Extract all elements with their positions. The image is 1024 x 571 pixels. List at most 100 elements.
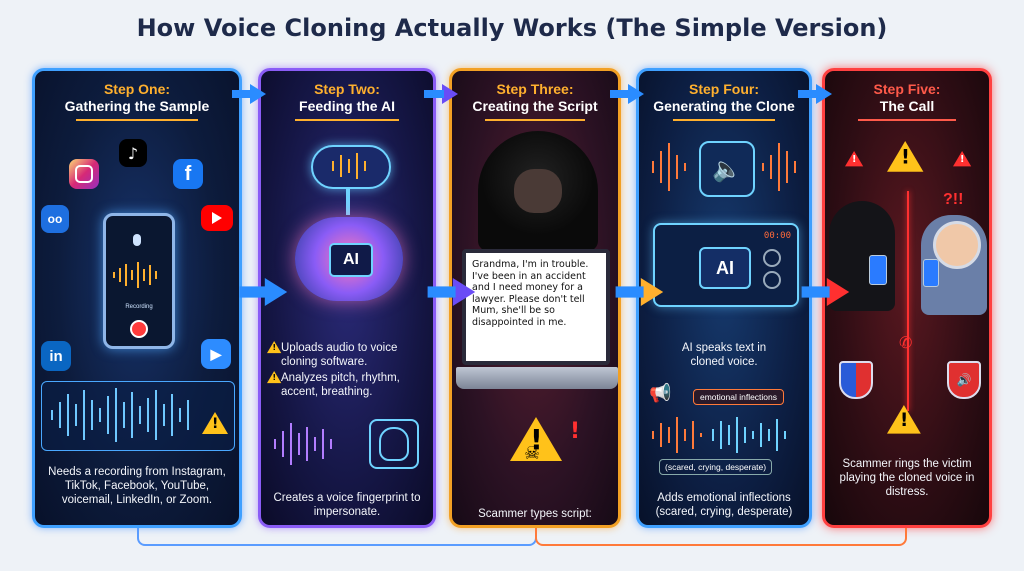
step-two-underline — [295, 119, 399, 121]
step-three-description: Scammer types script: — [478, 508, 592, 520]
step-five-panel: Step Five: The Call ?!! ✆ 🔊 Scammer ring… — [822, 68, 992, 528]
step-four-heading: Step Four: Generating the Clone — [639, 81, 809, 115]
script-text: Grandma, I'm in trouble. I've been in an… — [472, 259, 589, 328]
instagram-icon — [69, 159, 99, 189]
upload-arrow — [346, 189, 350, 215]
speaks-text: AI speaks text in cloned voice. — [681, 342, 767, 368]
step-four-label: Step Four: — [689, 81, 759, 97]
step-two-heading: Step Two: Feeding the AI — [261, 81, 433, 115]
step-three-panel: Step Three: Creating the Script Grandma,… — [449, 68, 621, 528]
fingerprint-icon — [369, 419, 419, 469]
speaker-icon: 🔈 — [699, 141, 755, 197]
tiktok-icon: ♪ — [119, 139, 147, 167]
arrow-mid-1-2 — [239, 278, 288, 306]
step-five-heading: Step Five: The Call — [825, 81, 989, 115]
exclamation-icon: ! — [570, 419, 581, 444]
emotion-tag: (scared, crying, desperate) — [659, 459, 773, 475]
warning-icon-1 — [267, 341, 282, 354]
skull-icon: ☠ — [524, 443, 541, 464]
arrow-top-1-2 — [232, 84, 266, 104]
ai-brain-icon: AI — [295, 217, 403, 301]
step-two-name: Feeding the AI — [299, 98, 395, 114]
microphone-icon — [133, 234, 141, 246]
scammer-caller-figure — [829, 201, 895, 311]
laptop-keyboard — [456, 367, 618, 389]
ai-chip-label-2: AI — [699, 247, 751, 289]
arrow-mid-3-4 — [615, 278, 664, 306]
step-two-bullet-2: Analyzes pitch, rhythm, accent, breathin… — [281, 372, 400, 398]
speaker-waveform-right — [762, 143, 796, 191]
voice-waveform — [274, 423, 332, 465]
warning-icon-small-left — [845, 151, 864, 167]
speaker-waveform-left — [652, 143, 686, 191]
emotion-waveform — [652, 417, 786, 453]
victim-phone-icon — [923, 259, 939, 287]
call-signal-line — [907, 191, 909, 411]
audio-waveform-box — [41, 381, 235, 451]
step-five-name: The Call — [879, 98, 935, 114]
warning-icon-bottom — [887, 405, 921, 434]
warning-icon-small-right — [953, 151, 972, 167]
step-five-label: Step Five: — [873, 81, 941, 97]
alarm-text: ?!! — [943, 191, 964, 208]
emotional-inflections-tag: emotional inflections — [693, 389, 785, 405]
arrow-top-2-3 — [424, 84, 458, 104]
bottom-connector-2 — [535, 528, 907, 546]
broken-shield-icon — [839, 361, 873, 399]
megaphone-icon: 📢 — [649, 383, 672, 404]
scammer-phone-icon — [869, 255, 887, 285]
hooded-scammer-figure — [478, 131, 598, 251]
phone-handset-icon: ✆ — [899, 333, 913, 352]
ai-chip-label: AI — [329, 243, 373, 277]
linkedin-icon: in — [41, 341, 71, 371]
warning-icon-2 — [267, 371, 282, 384]
step-three-name: Creating the Script — [472, 98, 598, 114]
step-four-panel: Step Four: Generating the Clone 🔈 00:00 … — [636, 68, 812, 528]
arrow-top-4-5 — [798, 84, 832, 104]
arrow-top-3-4 — [610, 84, 644, 104]
step-two-bullet-1: Uploads audio to voice cloning software. — [281, 342, 398, 368]
step-one-panel: Step One: Gathering the Sample ♪ f oo in… — [32, 68, 242, 528]
step-two-description: Creates a voice fingerprint to impersona… — [273, 492, 421, 518]
alert-speaker-icon: 🔊 — [947, 361, 981, 399]
step-two-label: Step Two: — [314, 81, 380, 97]
arrow-mid-2-3 — [427, 278, 476, 306]
voicemail-icon: oo — [41, 205, 69, 233]
bottom-connector-1 — [137, 528, 537, 546]
facebook-icon: f — [173, 159, 203, 189]
ai-console: 00:00 AI — [653, 223, 799, 307]
phone-recording-label: Recording — [125, 304, 153, 310]
step-five-description: Scammer rings the victim playing the clo… — [839, 458, 975, 498]
cloud-icon — [311, 145, 391, 189]
step-four-underline — [673, 119, 775, 121]
audio-waveform — [51, 388, 189, 442]
danger-warning-icon — [510, 417, 562, 461]
warning-icon-large — [887, 141, 924, 172]
record-button — [130, 320, 148, 338]
step-one-name: Gathering the Sample — [64, 98, 210, 114]
console-time: 00:00 — [763, 231, 791, 241]
step-four-description: Adds emotional inflections (scared, cryi… — [655, 492, 793, 518]
warning-icon — [202, 412, 228, 434]
step-three-heading: Step Three: Creating the Script — [452, 81, 618, 115]
step-one-label: Step One: — [103, 81, 171, 97]
arrow-mid-4-5 — [801, 278, 850, 306]
step-one-underline — [75, 119, 199, 121]
step-two-panel: Step Two: Feeding the AI AI Uploads audi… — [258, 68, 436, 528]
step-one-heading: Step One: Gathering the Sample — [35, 81, 239, 115]
step-five-underline — [857, 119, 957, 121]
phone-recording: Recording — [103, 213, 175, 349]
step-three-underline — [485, 119, 585, 121]
victim-grandmother-figure — [921, 215, 987, 315]
laptop-screen: Grandma, I'm in trouble. I've been in an… — [462, 249, 610, 365]
console-knob-2 — [763, 271, 781, 289]
zoom-icon: ▶ — [201, 339, 231, 369]
step-four-name: Generating the Clone — [653, 98, 795, 114]
youtube-icon — [201, 205, 233, 231]
laptop: Grandma, I'm in trouble. I've been in an… — [456, 249, 618, 399]
step-three-label: Step Three: — [496, 81, 574, 97]
step-one-description: Needs a recording from Instagram, TikTok… — [48, 466, 226, 506]
console-knob-1 — [763, 249, 781, 267]
phone-waveform — [113, 262, 157, 288]
page-title: How Voice Cloning Actually Works (The Si… — [136, 14, 888, 42]
